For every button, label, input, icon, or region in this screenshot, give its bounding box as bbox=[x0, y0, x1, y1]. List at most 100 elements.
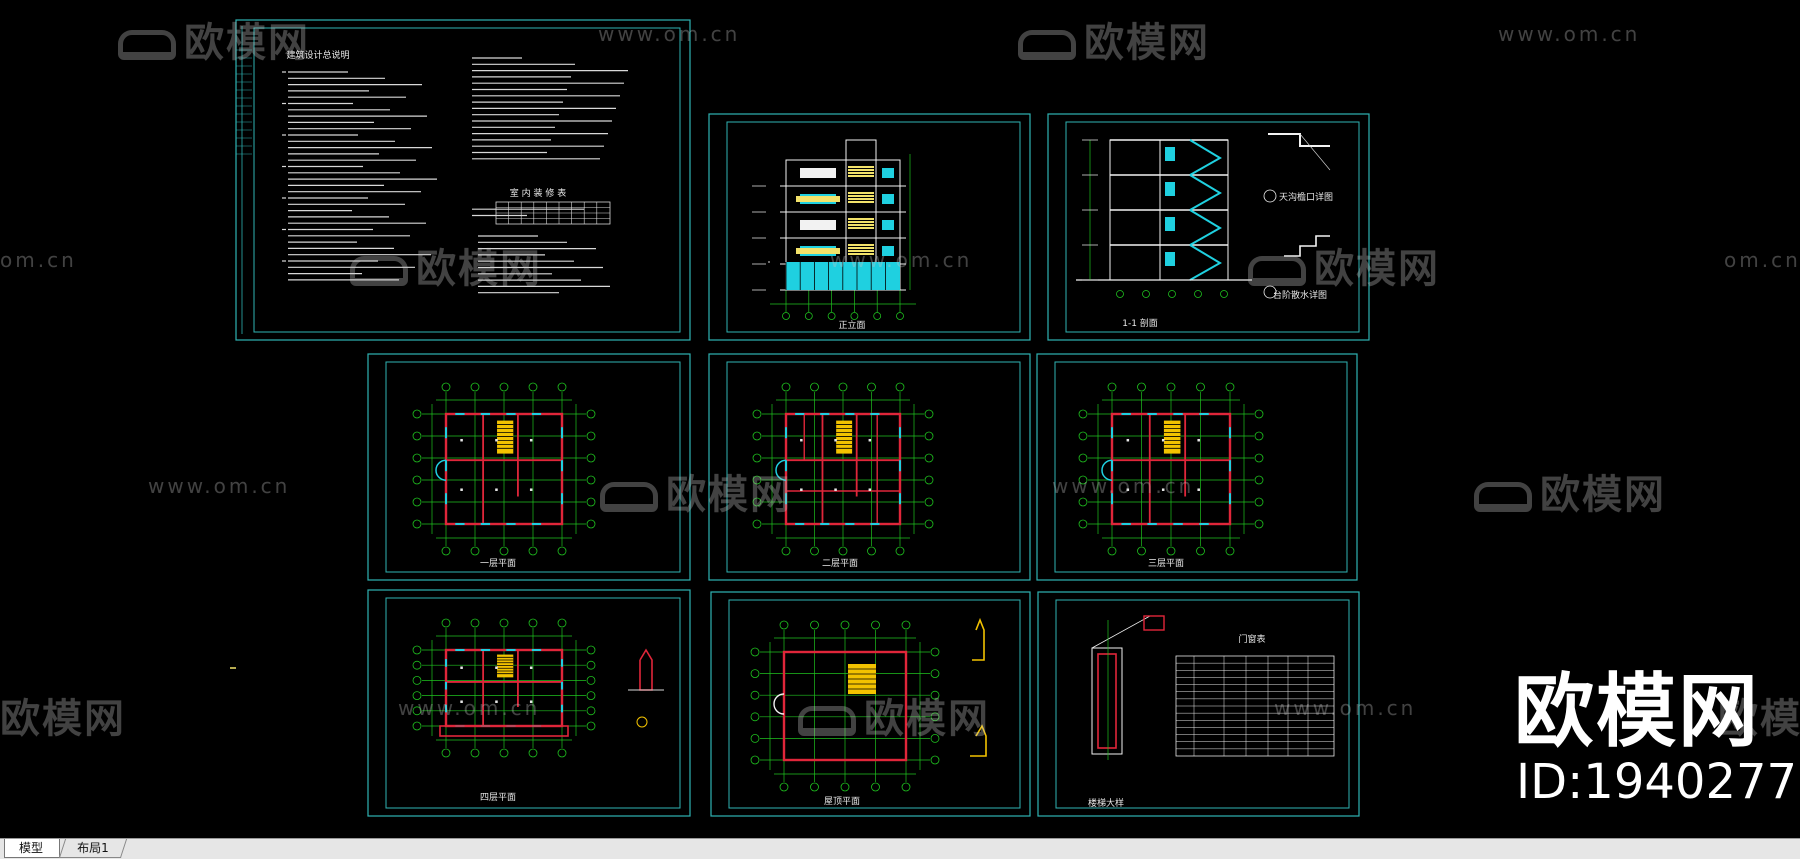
window bbox=[882, 246, 894, 256]
room-tag: ▪ bbox=[495, 487, 498, 493]
axis-bubble bbox=[441, 382, 451, 392]
axis-bubble bbox=[1078, 497, 1088, 507]
stair-window bbox=[848, 198, 874, 200]
axis-bubble bbox=[1168, 290, 1176, 298]
axis-bubble bbox=[470, 618, 480, 628]
axis-bubble bbox=[441, 546, 451, 556]
axis-bubble bbox=[1137, 382, 1146, 392]
axis-bubble bbox=[1225, 382, 1235, 392]
axis-bubble bbox=[1196, 546, 1205, 556]
axis-bubble bbox=[779, 782, 789, 792]
stair-window bbox=[848, 250, 874, 252]
axis-bubble bbox=[412, 453, 422, 463]
sheet-title: 台阶散水详图 bbox=[1273, 289, 1327, 301]
axis-bubble bbox=[1254, 519, 1264, 529]
axis-bubble bbox=[412, 475, 422, 485]
axis-bubble bbox=[930, 755, 940, 765]
window bbox=[800, 220, 836, 230]
axis-bubble bbox=[499, 546, 509, 556]
sheet-border-inner bbox=[1065, 121, 1360, 333]
stair-window bbox=[848, 224, 874, 226]
axis-bubble bbox=[930, 669, 940, 678]
stair-flight bbox=[1189, 139, 1222, 176]
axis-bubble bbox=[528, 748, 538, 758]
axis-bubble bbox=[557, 748, 567, 758]
axis-bubble bbox=[838, 382, 848, 392]
axis-bubble bbox=[586, 676, 596, 685]
axis-bubble bbox=[930, 734, 940, 743]
axis-bubble bbox=[586, 409, 596, 419]
axis-bubble bbox=[750, 647, 760, 657]
axis-bubble bbox=[1254, 409, 1264, 419]
window bbox=[882, 194, 894, 204]
axis-bubble bbox=[827, 312, 836, 320]
axis-bubble bbox=[412, 431, 422, 441]
axis-bubble bbox=[586, 706, 596, 716]
sheet-title: 天沟檐口详图 bbox=[1279, 191, 1333, 203]
window bbox=[1165, 252, 1175, 266]
axis-bubble bbox=[528, 618, 538, 628]
sheet-title: 一层平面 bbox=[480, 558, 516, 569]
sheet-border-outer bbox=[1037, 591, 1360, 817]
sheet-border-inner bbox=[726, 361, 1021, 573]
model-id: ID:1940277 bbox=[1516, 754, 1798, 810]
room-tag: ▪ bbox=[1126, 438, 1129, 444]
room-tag: ▪ bbox=[460, 438, 463, 444]
sheet-roof-plan: 屋顶平面 bbox=[710, 591, 1031, 817]
stair-flight bbox=[1189, 244, 1222, 281]
axis-bubble bbox=[782, 312, 790, 320]
axis-bubble bbox=[586, 691, 596, 700]
axis-bubble bbox=[412, 706, 422, 716]
sheet-border-inner bbox=[728, 599, 1021, 809]
axis-bubble bbox=[752, 453, 762, 463]
sheet-title: 建筑设计总说明 bbox=[286, 49, 349, 61]
stair-flight bbox=[1189, 174, 1222, 211]
tab-layout-1[interactable]: 布局1 bbox=[58, 839, 128, 858]
sheet-title: 正立面 bbox=[838, 319, 865, 331]
room-tag: ▪ bbox=[800, 438, 803, 444]
axis-bubble bbox=[586, 660, 596, 670]
tab-model[interactable]: 模型 bbox=[4, 839, 60, 858]
axis-bubble bbox=[930, 690, 940, 700]
axis-bubble bbox=[752, 431, 762, 441]
stair-window bbox=[848, 169, 874, 171]
sheet-front-elevation: 正立面 bbox=[708, 113, 1031, 341]
stair-wall bbox=[1097, 653, 1117, 749]
sheet-border-outer bbox=[708, 113, 1031, 341]
axis-bubble bbox=[470, 382, 480, 392]
stair-window bbox=[848, 195, 874, 197]
bay-window bbox=[435, 459, 447, 481]
axis-bubble bbox=[779, 620, 789, 630]
step-detail bbox=[1284, 235, 1330, 257]
sheet-border-inner bbox=[726, 121, 1021, 333]
room-tag: ▪ bbox=[495, 665, 498, 671]
room-tag: ▪ bbox=[834, 487, 837, 493]
sheet-border-outer bbox=[235, 19, 691, 341]
axis-bubble bbox=[752, 497, 762, 507]
balcony bbox=[439, 725, 569, 737]
axis-bubble bbox=[557, 618, 567, 628]
axis-bubble bbox=[1254, 497, 1264, 507]
axis-bubble bbox=[1194, 290, 1202, 298]
axis-bubble bbox=[810, 782, 819, 792]
axis-bubble bbox=[412, 497, 422, 507]
axis-bubble bbox=[924, 431, 934, 441]
axis-bubble bbox=[901, 782, 911, 792]
axis-bubble bbox=[896, 312, 904, 320]
sheet-title: 1-1 剖面 bbox=[1122, 317, 1158, 329]
axis-bubble bbox=[781, 382, 791, 392]
stair-window bbox=[848, 221, 874, 223]
axis-bubble bbox=[499, 748, 509, 758]
sheet-border-outer bbox=[708, 353, 1031, 581]
axis-bubble bbox=[1196, 382, 1205, 392]
sheet-border-inner bbox=[1055, 599, 1350, 809]
room-tag: ▪ bbox=[530, 438, 533, 444]
axis-bubble bbox=[412, 721, 422, 731]
sheet-plan-1: ▪▪▪▪▪▪一层平面 bbox=[367, 353, 691, 581]
room-tag: ▪ bbox=[800, 487, 803, 493]
axis-bubble bbox=[838, 546, 848, 556]
axis-bubble bbox=[528, 382, 538, 392]
axis-bubble bbox=[412, 409, 422, 419]
